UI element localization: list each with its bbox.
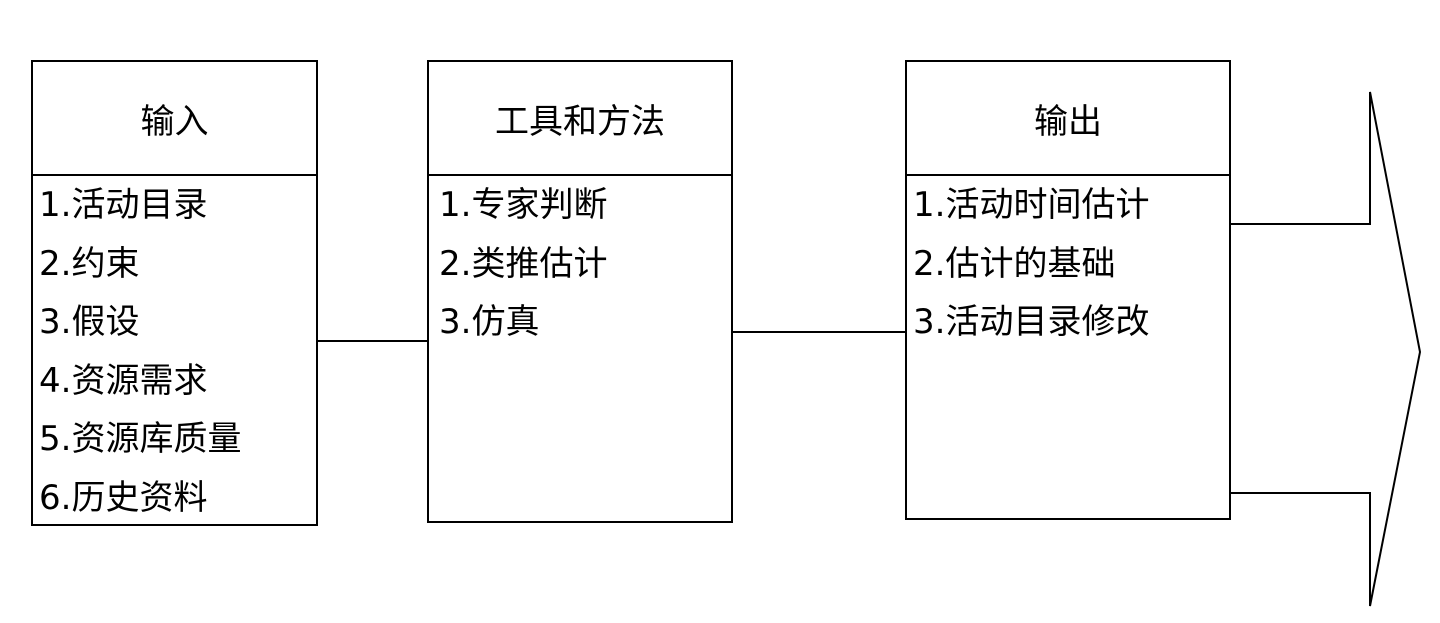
input-item: 4.资源需求	[39, 360, 208, 401]
output-item: 2.估计的基础	[913, 243, 1116, 284]
input-item: 2.约束	[39, 243, 140, 284]
tools-box: 工具和方法 1.专家判断 2.类推估计 3.仿真	[427, 60, 733, 523]
input-item: 3.假设	[39, 302, 140, 342]
tools-item: 3.仿真	[439, 302, 540, 342]
input-item: 5.资源库质量	[39, 419, 242, 459]
input-list: 1.活动目录 2.约束 3.假设 4.资源需求 5.资源库质量 6.历史资料	[33, 176, 316, 527]
input-item: 6.历史资料	[39, 477, 208, 518]
input-box: 输入 1.活动目录 2.约束 3.假设 4.资源需求 5.资源库质量 6.历史资…	[31, 60, 318, 526]
tools-list: 1.专家判断 2.类推估计 3.仿真	[429, 176, 731, 352]
output-list: 1.活动时间估计 2.估计的基础 3.活动目录修改	[907, 176, 1229, 352]
input-title: 输入	[33, 62, 316, 176]
tools-item: 1.专家判断	[439, 185, 608, 225]
output-box: 输出 1.活动时间估计 2.估计的基础 3.活动目录修改	[905, 60, 1231, 520]
output-title: 输出	[907, 62, 1229, 176]
tools-item: 2.类推估计	[439, 243, 608, 284]
output-arrow-shape	[1231, 91, 1422, 607]
tools-title: 工具和方法	[429, 62, 731, 176]
output-item: 3.活动目录修改	[913, 302, 1150, 342]
output-item: 1.活动时间估计	[913, 185, 1150, 225]
input-item: 1.活动目录	[39, 185, 208, 225]
